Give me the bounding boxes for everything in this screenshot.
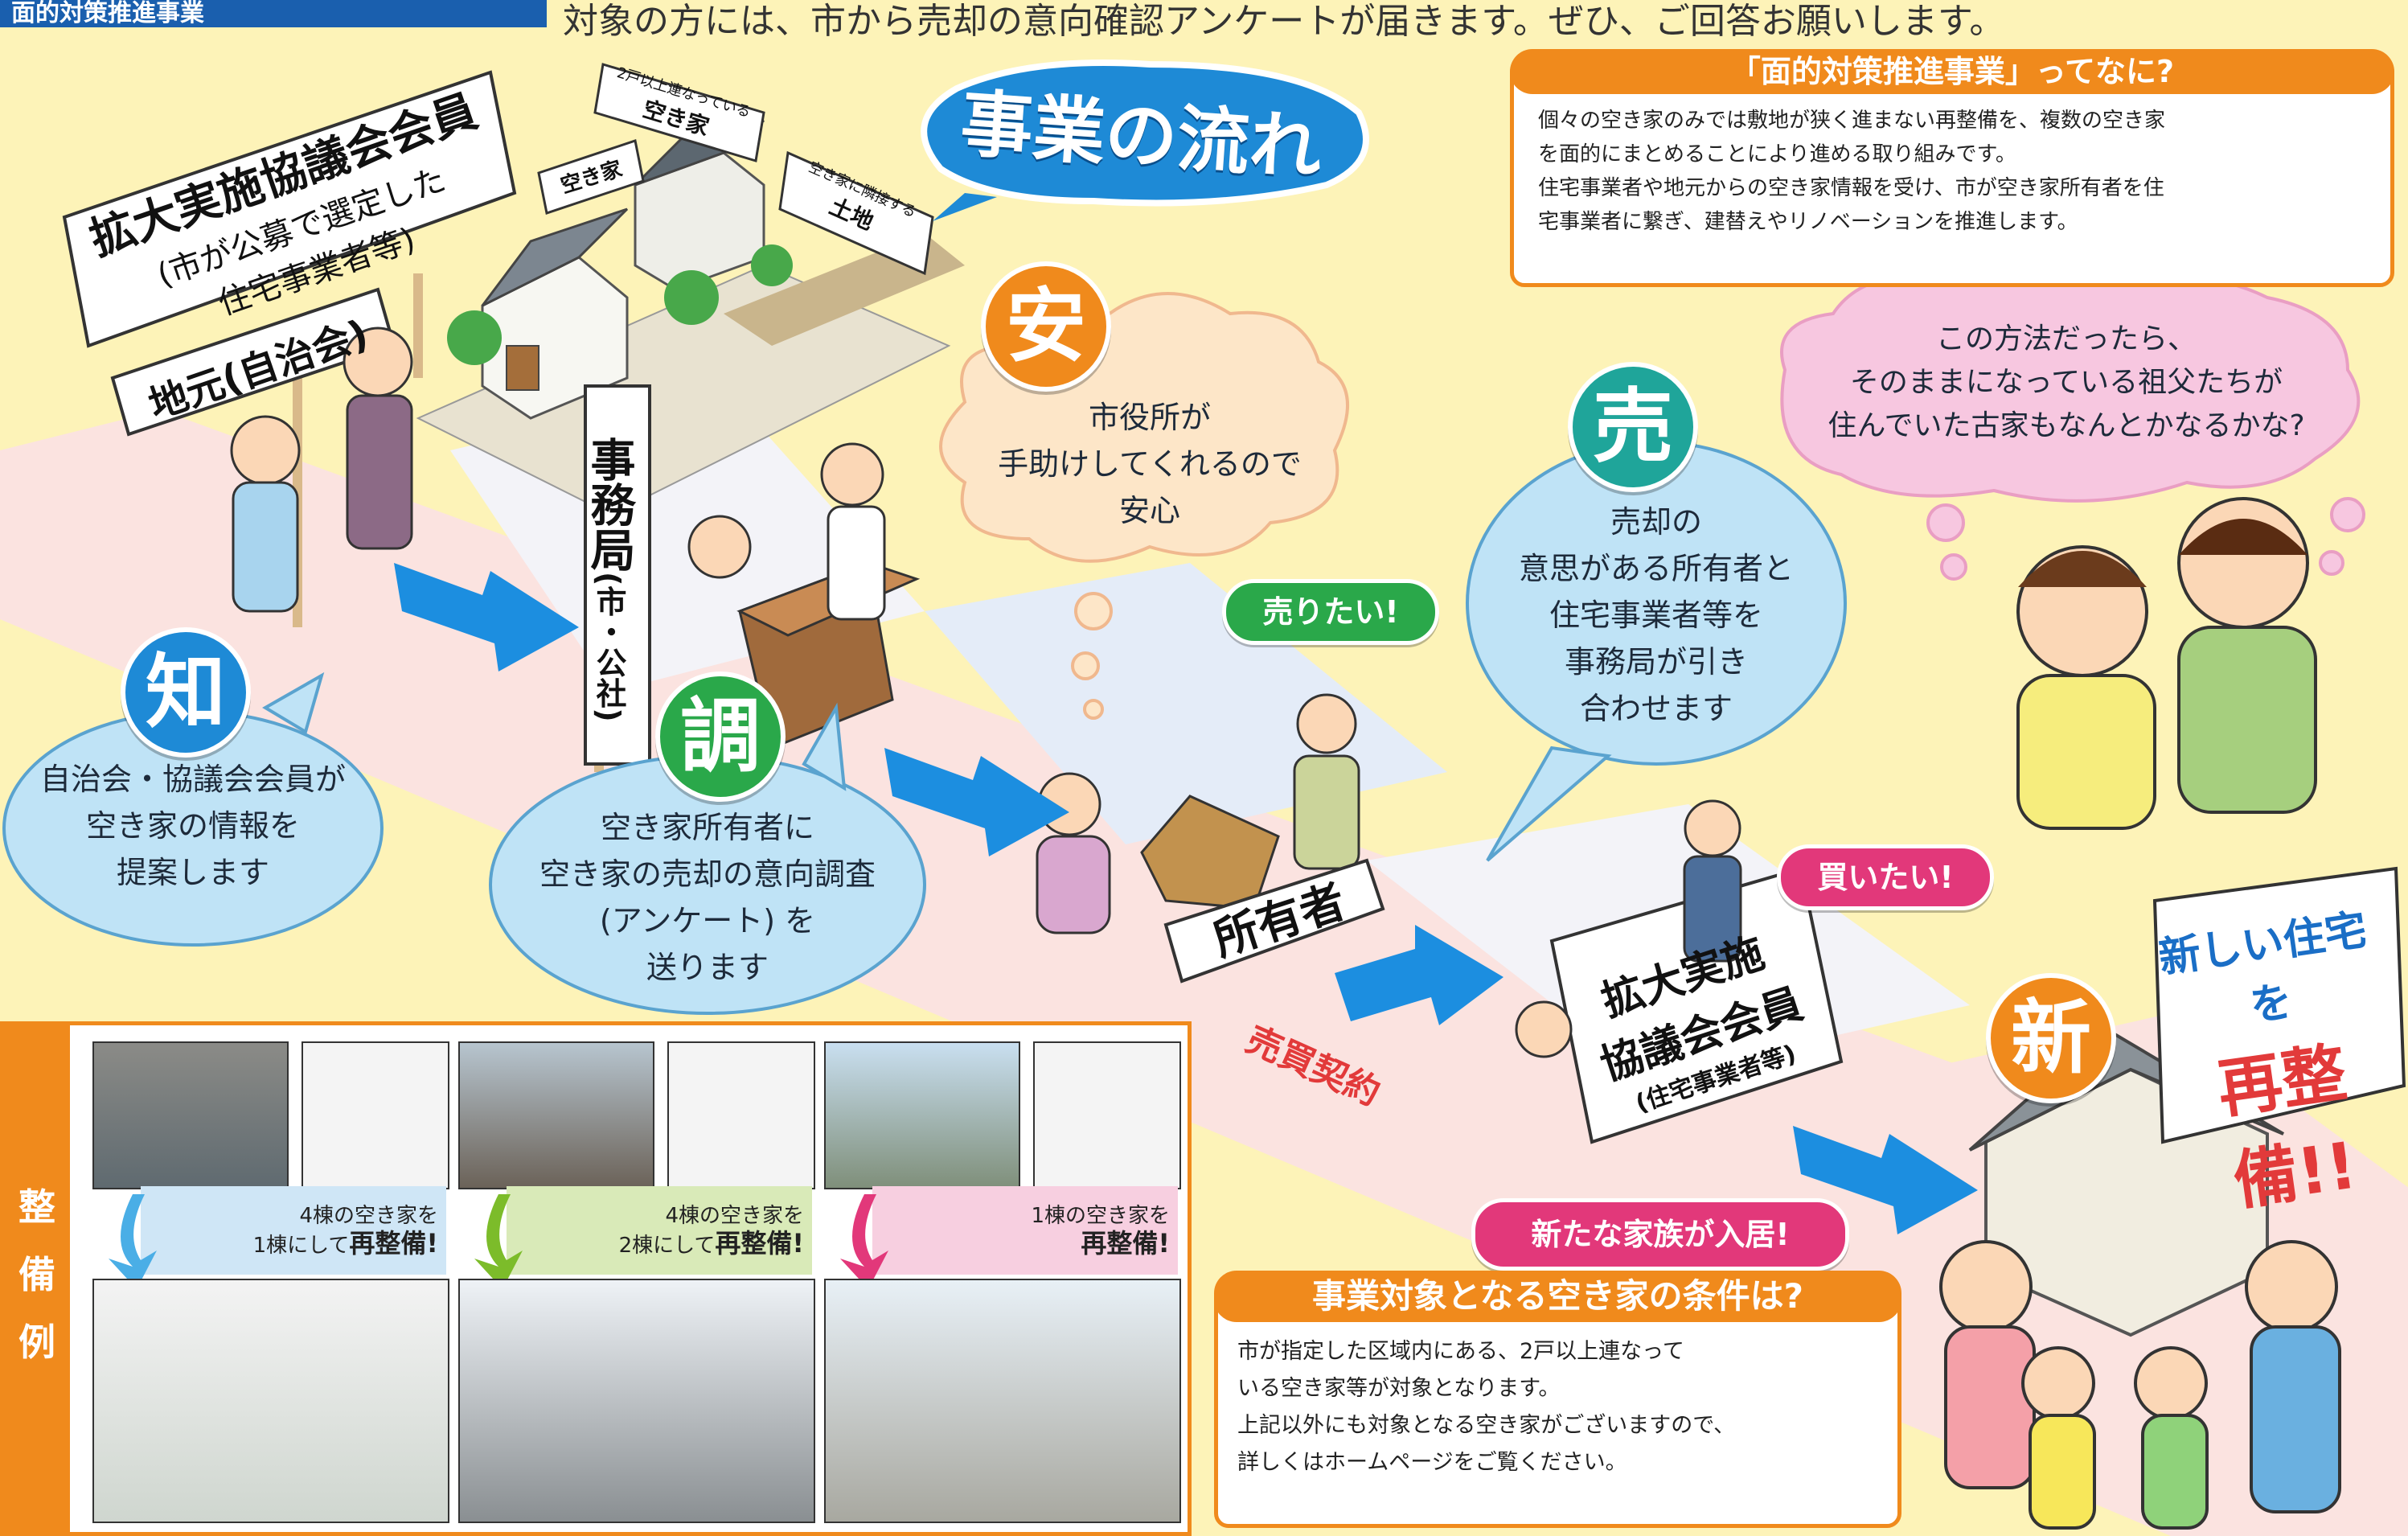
- step-circle-shin: 新: [1986, 973, 2116, 1103]
- step-line: 事務局が引き: [1564, 644, 1748, 680]
- step-shiraberu-text: 空き家所有者に 空き家の売却の意向調査 (アンケート) を 送ります: [498, 804, 917, 991]
- example-3-map: [1033, 1041, 1181, 1189]
- conditions-heading: 事業対象となる空き家の条件は?: [1214, 1271, 1901, 1322]
- examples-panel: 整 備 例 4棟の空き家を 1棟にして再整備! 4棟の空き家を 2棟にして再整備…: [0, 1021, 1192, 1536]
- step-line: (アンケート) を: [599, 903, 816, 938]
- side-label-char: 整: [18, 1185, 55, 1229]
- step-line: 提案します: [116, 855, 269, 890]
- caption-line: 4棟の空き家を: [299, 1204, 438, 1228]
- sign-office-sub: (市・公社): [591, 571, 626, 722]
- step-line: 意思がある所有者と: [1518, 551, 1794, 586]
- info-box: 「面的対策推進事業」ってなに? 個々の空き家のみでは敷地が狭く進まない再整備を、…: [1510, 49, 2394, 287]
- example-2-before-photo: [458, 1041, 654, 1189]
- example-1-caption: 4棟の空き家を 1棟にして再整備!: [141, 1202, 438, 1259]
- info-line: 個々の空き家のみでは敷地が狭く進まない再整備を、複数の空き家: [1538, 109, 2166, 133]
- example-1-after-photo: [92, 1279, 449, 1523]
- step-line: 空き家所有者に: [600, 810, 814, 845]
- section-tag: 面的対策推進事業: [0, 0, 547, 27]
- caption-bold: 再整備!: [349, 1228, 438, 1259]
- conditions-box: 事業対象となる空き家の条件は? 市が指定した区域内にある、2戸以上連なって いる…: [1214, 1271, 1901, 1528]
- step-circle-uru: 売: [1568, 362, 1698, 492]
- info-line: 宅事業者に繋ぎ、建替えやリノベーションを推進します。: [1538, 210, 2078, 234]
- step-line: 自治会・協議会会員が: [39, 762, 346, 797]
- thought-line: 住んでいた古家もなんとかなるかな?: [1828, 409, 2305, 442]
- step-line: 空き家の情報を: [85, 808, 300, 844]
- step-circle-shiraberu: 調: [655, 671, 786, 802]
- family-bottom: [1939, 1240, 2341, 1530]
- caption-line: 1棟の空き家を: [1031, 1204, 1170, 1228]
- example-2-after-photo: [458, 1279, 815, 1523]
- title-bubble: [921, 60, 1369, 221]
- arrow-down-icon: [474, 1194, 523, 1289]
- caption-bold: 再整備!: [715, 1228, 804, 1259]
- speech-bubbles: [2, 441, 1847, 1015]
- caption-bold: 再整備!: [1081, 1228, 1170, 1259]
- example-2-caption: 4棟の空き家を 2棟にして再整備!: [507, 1202, 804, 1259]
- sign-new-home-line2: 再整備!!: [2213, 1035, 2361, 1219]
- thought-line: そのままになっている祖父たちが: [1849, 366, 2283, 399]
- step-line: 空き家の売却の意向調査: [539, 856, 876, 892]
- sign-office: [584, 384, 651, 772]
- step-line: 市役所が: [1088, 400, 1211, 435]
- example-2-map: [667, 1041, 815, 1189]
- example-2: 4棟の空き家を 2棟にして再整備!: [458, 1041, 815, 1524]
- side-label-char: 備: [18, 1253, 55, 1296]
- step-circle-shiru: 知: [121, 627, 251, 758]
- pill-new-family: 新たな家族が入居!: [1471, 1198, 1849, 1271]
- people-top: [230, 327, 886, 621]
- info-line: を面的にまとめることにより進める取り組みです。: [1538, 142, 2016, 166]
- example-1: 4棟の空き家を 1棟にして再整備!: [92, 1041, 449, 1524]
- new-house: [1968, 866, 2406, 1337]
- info-line: 住宅事業者や地元からの空き家情報を受け、市が空き家所有者を住: [1538, 176, 2164, 200]
- step-line: 合わせます: [1579, 691, 1733, 726]
- sign-council: [62, 70, 517, 627]
- houses-area: [416, 119, 965, 516]
- example-3-caption-bg: [872, 1186, 1178, 1275]
- step-circle-anshin: 安: [981, 261, 1111, 392]
- example-2-caption-bg: [507, 1186, 812, 1275]
- example-1-map: [302, 1041, 449, 1189]
- arrow-down-icon: [109, 1194, 157, 1289]
- sign-new-home-text: 新しい住宅を 再整備!!: [2143, 894, 2408, 1231]
- header-notice: 対象の方には、市から売却の意向確認アンケートが届きます。ぜひ、ご回答お願いします…: [563, 1, 2005, 42]
- step-line: 安心: [1118, 493, 1180, 528]
- sign-council-2: [1515, 799, 1844, 1144]
- sign-office-text: 事務局(市・公社): [583, 402, 642, 756]
- family-couple: [2016, 497, 2317, 830]
- step-shiru-text: 自治会・協議会会員が 空き家の情報を 提案します: [16, 756, 370, 896]
- info-box-body: 個々の空き家のみでは敷地が狭く進まない再整備を、複数の空き家 を面的にまとめるこ…: [1538, 104, 2374, 239]
- conditions-line: 上記以外にも対象となる空き家がございますので、: [1237, 1413, 1736, 1438]
- example-3-before-photo: [824, 1041, 1020, 1189]
- example-1-caption-bg: [141, 1186, 446, 1275]
- step-line: 手助けしてくれるので: [998, 446, 1302, 482]
- caption-pre: 1棟にして: [252, 1234, 350, 1258]
- sign-small-akiya: [537, 63, 934, 276]
- step-uru-text: 売却の 意思がある所有者と 住宅事業者等を 事務局が引き 合わせます: [1479, 499, 1833, 732]
- step-line: 住宅事業者等を: [1549, 598, 1763, 633]
- pill-buy: 買いたい!: [1777, 844, 1994, 910]
- caption-line: 4棟の空き家を: [665, 1204, 804, 1228]
- flow-arrows: [394, 563, 1978, 1234]
- example-3: 1棟の空き家を 再整備!: [824, 1041, 1181, 1524]
- thought-line: この方法だったら、: [1935, 322, 2197, 355]
- conditions-line: 詳しくはホームページをご覧ください。: [1237, 1450, 1627, 1475]
- pill-sell: 売りたい!: [1222, 579, 1439, 645]
- sign-office-main: 事務局: [583, 436, 635, 572]
- info-box-heading: 「面的対策推進事業」ってなに?: [1510, 49, 2394, 94]
- step-anshin-text: 市役所が 手助けしてくれるので 安心: [965, 394, 1335, 534]
- conditions-line: 市が指定した区域内にある、2戸以上連なって: [1237, 1339, 1684, 1364]
- example-3-after-photo: [824, 1279, 1181, 1523]
- side-label-char: 例: [18, 1320, 55, 1364]
- examples-side-label: 整 備 例: [4, 1025, 70, 1532]
- example-1-before-photo: [92, 1041, 289, 1189]
- conditions-line: いる空き家等が対象となります。: [1237, 1376, 1561, 1401]
- arrow-down-icon: [840, 1194, 888, 1289]
- example-3-caption: 1棟の空き家を 再整備!: [872, 1202, 1170, 1259]
- step-line: 売却の: [1610, 504, 1702, 540]
- owner-scene: [1036, 693, 1385, 984]
- step-line: 送ります: [646, 950, 769, 985]
- caption-pre: 2棟にして: [618, 1234, 716, 1258]
- conditions-body: 市が指定した区域内にある、2戸以上連なって いる空き家等が対象となります。 上記…: [1237, 1333, 1881, 1481]
- thought-text: この方法だったら、 そのままになっている祖父たちが 住んでいた古家もなんとかなる…: [1785, 318, 2348, 448]
